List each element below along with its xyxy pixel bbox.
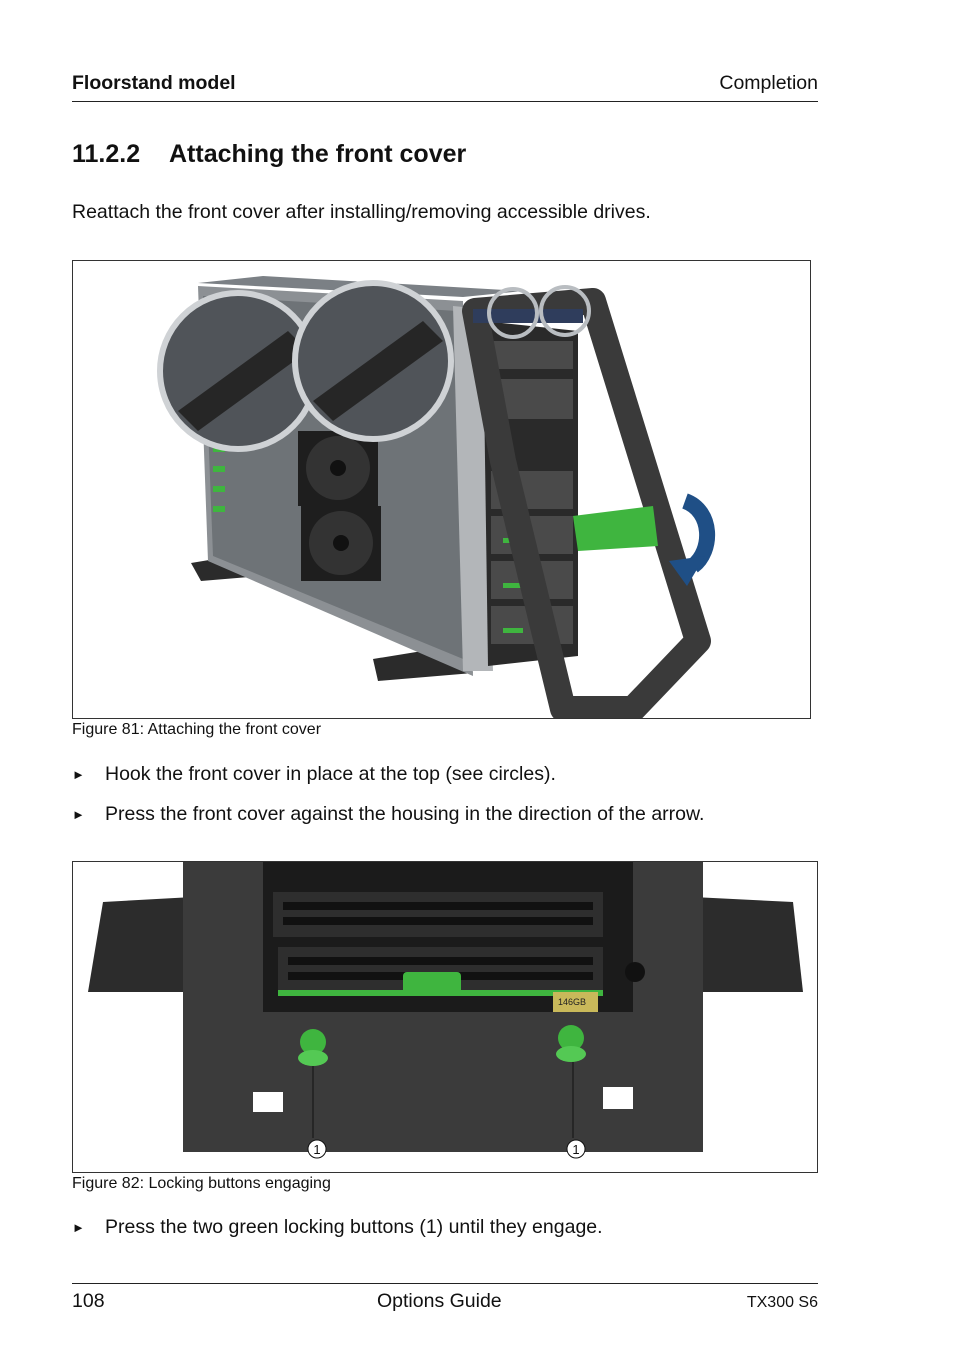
bullet-marker: ► [72, 1220, 85, 1235]
step-text: Hook the front cover in place at the top… [105, 763, 556, 785]
figure-82-caption: Figure 82: Locking buttons engaging [72, 1175, 331, 1192]
page-number: 108 [72, 1290, 105, 1312]
server-cover-illustration [157, 276, 715, 718]
step-press-locking-buttons: ► Press the two green locking buttons (1… [72, 1216, 603, 1239]
locking-buttons-illustration: 146GB 1 1 [88, 862, 803, 1159]
bullet-marker: ► [72, 767, 85, 782]
figure-81-caption: Figure 81: Attaching the front cover [72, 721, 322, 738]
step-text: Press the front cover against the housin… [105, 803, 705, 825]
drive-capacity-label: 146GB [558, 997, 586, 1007]
figure-attaching-front-cover [72, 260, 811, 719]
intro-paragraph: Reattach the front cover after installin… [72, 201, 651, 223]
step-text: Press the two green locking buttons (1) … [105, 1216, 603, 1238]
running-header-chapter: Completion [719, 72, 818, 94]
running-header-section: Floorstand model [72, 72, 236, 94]
footer-rule [72, 1283, 818, 1284]
section-number: 11.2.2 [72, 140, 141, 168]
figure-locking-buttons: 146GB 1 1 [72, 861, 818, 1173]
footer-title: Options Guide [377, 1290, 502, 1312]
callout-1-right: 1 [572, 1142, 579, 1157]
bullet-marker: ► [72, 807, 85, 822]
callout-1-left: 1 [313, 1142, 320, 1157]
section-heading: 11.2.2 Attaching the front cover [72, 140, 466, 169]
footer-model: TX300 S6 [746, 1294, 818, 1311]
section-title: Attaching the front cover [169, 140, 467, 168]
step-press-cover: ► Press the front cover against the hous… [72, 803, 704, 826]
step-hook-cover: ► Hook the front cover in place at the t… [72, 763, 556, 786]
header-rule [72, 101, 818, 102]
